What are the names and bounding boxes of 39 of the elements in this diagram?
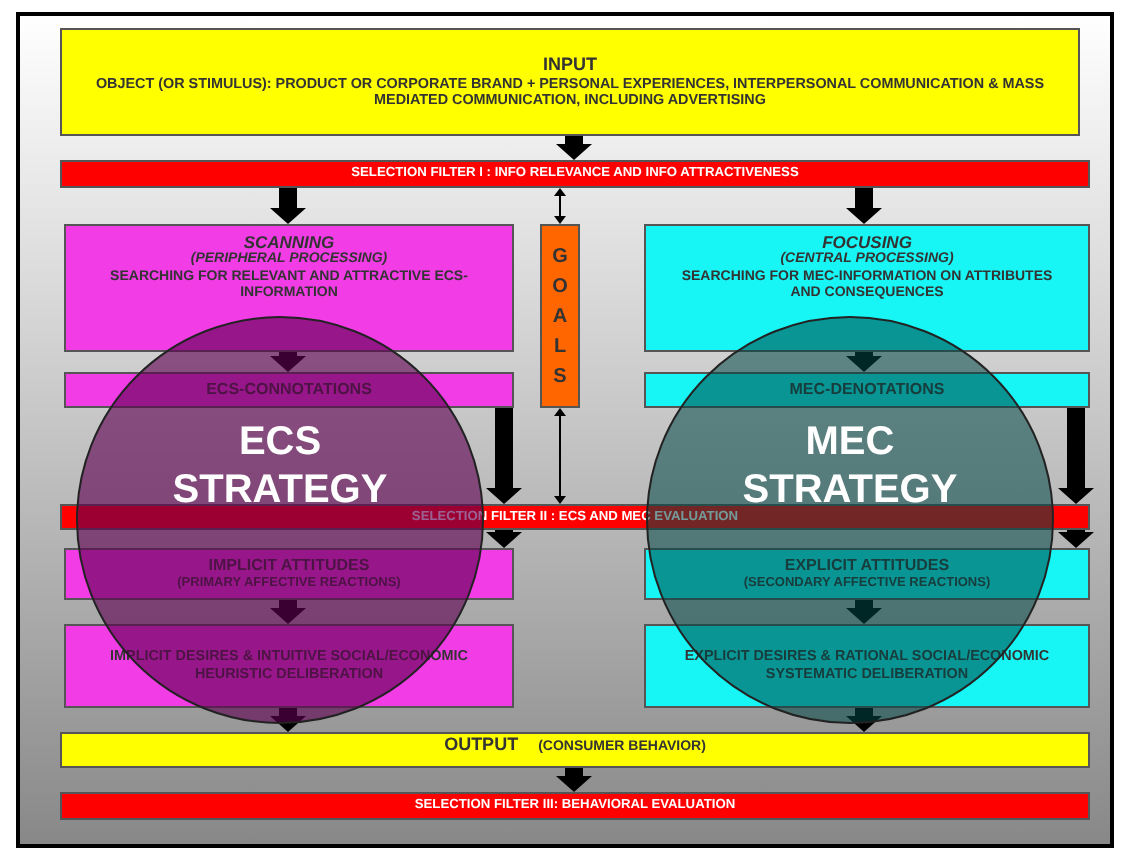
box-heading: OUTPUT bbox=[442, 734, 521, 756]
arrow bbox=[1058, 408, 1094, 504]
arrow bbox=[270, 708, 306, 732]
vertical-label: GOALS bbox=[550, 243, 570, 391]
box-label: IMPLICIT ATTITUDES bbox=[208, 556, 370, 576]
arrow bbox=[270, 600, 306, 624]
filter-bar bbox=[60, 792, 1090, 820]
box-label: MEC-DENOTATIONS bbox=[789, 380, 945, 400]
arrow bbox=[846, 352, 882, 372]
box-label: EXPLICIT ATTITUDES bbox=[784, 556, 950, 576]
strategy-label: ECS STRATEGY bbox=[170, 418, 390, 514]
process-box bbox=[64, 372, 514, 408]
arrow bbox=[270, 352, 306, 372]
output-box bbox=[60, 732, 1090, 768]
process-box bbox=[64, 224, 514, 352]
filter-bar bbox=[60, 160, 1090, 188]
arrow bbox=[556, 768, 592, 792]
strategy-label: MEC STRATEGY bbox=[740, 418, 960, 514]
arrow bbox=[846, 708, 882, 732]
box-label: ECS-CONNOTATIONS bbox=[206, 380, 372, 400]
process-box bbox=[644, 224, 1090, 352]
arrow bbox=[270, 188, 306, 224]
input-box bbox=[60, 28, 1080, 136]
arrow bbox=[846, 188, 882, 224]
box-heading: SCANNING bbox=[243, 232, 335, 252]
box-heading: FOCUSING bbox=[822, 232, 912, 252]
process-box bbox=[644, 548, 1090, 600]
arrow bbox=[486, 408, 522, 504]
arrow bbox=[556, 136, 592, 160]
filter-bar bbox=[60, 504, 1090, 530]
arrow bbox=[554, 188, 566, 224]
arrow bbox=[486, 530, 522, 548]
process-box bbox=[644, 372, 1090, 408]
arrow bbox=[554, 408, 566, 504]
box-heading: INPUT bbox=[543, 53, 597, 76]
arrow bbox=[1058, 530, 1094, 548]
goals-box bbox=[540, 224, 580, 408]
process-box bbox=[64, 548, 514, 600]
arrow bbox=[846, 600, 882, 624]
